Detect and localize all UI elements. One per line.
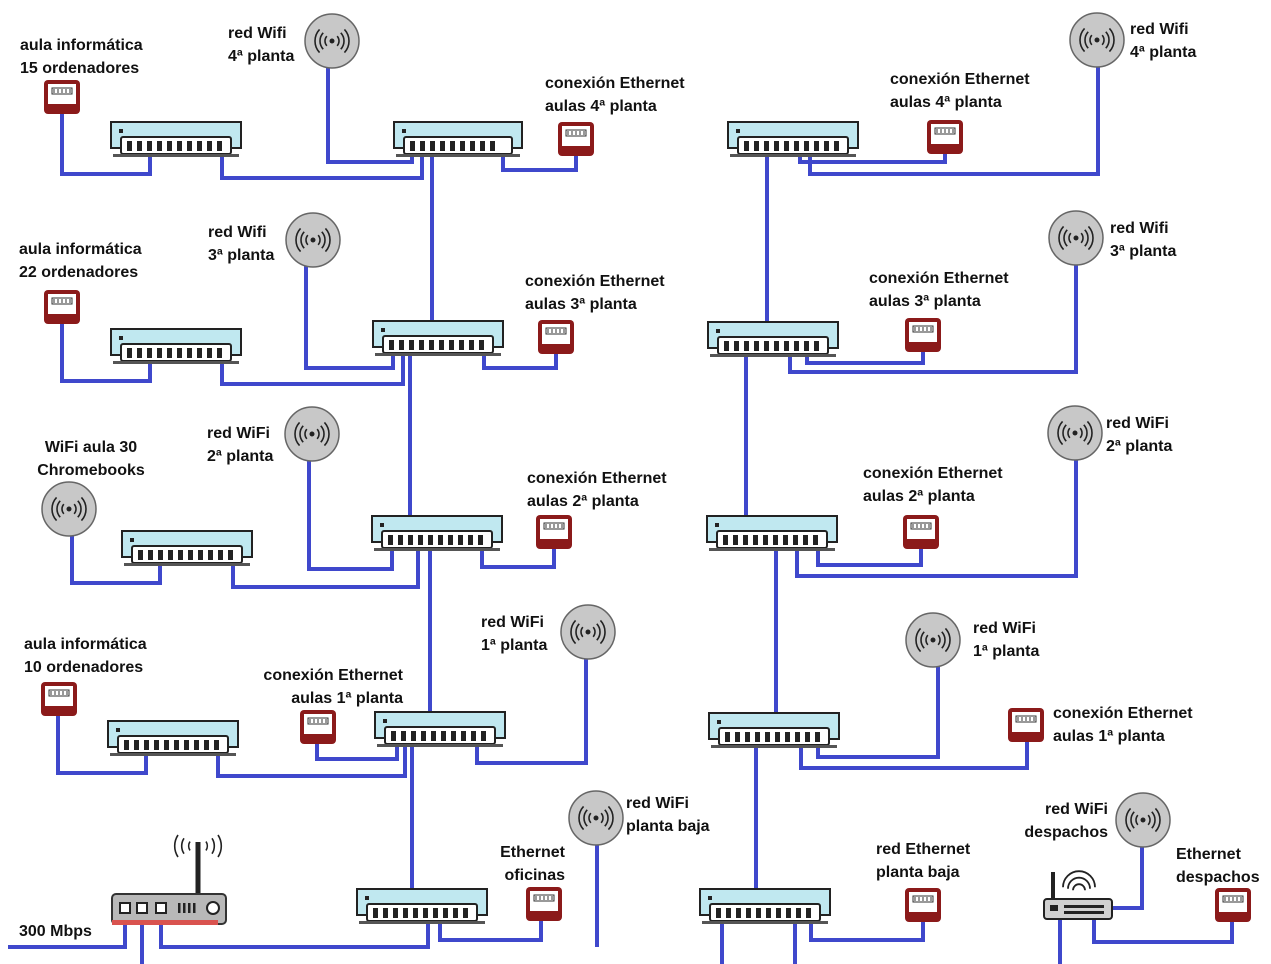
cable (1092, 916, 1234, 944)
cable (475, 656, 588, 765)
network-switch-icon (727, 121, 859, 157)
network-switch-icon (708, 712, 840, 748)
ethernet-jack-icon (558, 122, 594, 156)
cable (1110, 843, 1144, 910)
cable (315, 738, 399, 761)
cable (799, 736, 1029, 770)
cable (809, 916, 925, 942)
network-switch-icon (356, 888, 488, 924)
network-switch-icon (121, 530, 253, 566)
wifi-access-point-icon (304, 13, 360, 69)
cable (8, 920, 127, 949)
cable (816, 663, 940, 759)
ethernet-jack-icon (44, 80, 80, 114)
devices (41, 12, 1251, 925)
ethernet-jack-icon (903, 515, 939, 549)
cable (70, 533, 162, 585)
wifi-access-point-icon (285, 212, 341, 268)
network-switch-icon (110, 328, 242, 364)
cable (438, 916, 543, 942)
ethernet-jack-icon (300, 710, 336, 744)
cable (816, 543, 923, 567)
cable (482, 348, 558, 370)
ethernet-jack-icon (927, 120, 963, 154)
network-switch-icon (699, 888, 831, 924)
cable (788, 260, 1078, 374)
network-switch-icon (107, 720, 239, 756)
wifi-access-point-icon (905, 612, 961, 668)
cable (159, 920, 430, 949)
cable (304, 260, 395, 370)
network-switch-icon (372, 320, 504, 356)
cable (805, 346, 925, 365)
ethernet-jack-icon (905, 318, 941, 352)
wifi-access-point-icon (1048, 210, 1104, 266)
ethernet-jack-icon (41, 682, 77, 716)
wifi-access-point-icon (560, 604, 616, 660)
wifi-access-point-icon (1069, 12, 1125, 68)
network-switch-icon (110, 121, 242, 157)
cables (8, 64, 1234, 964)
cable (56, 710, 148, 775)
ethernet-jack-icon (1215, 888, 1251, 922)
label-speed: 300 Mbps (19, 923, 92, 940)
cable (220, 355, 405, 386)
ethernet-jack-icon (905, 888, 941, 922)
wifi-access-point-icon (1047, 405, 1103, 461)
wifi-access-point-icon (1115, 792, 1171, 848)
cable (216, 740, 407, 778)
cable (480, 543, 556, 569)
network-switch-icon (374, 711, 506, 747)
router-icon (111, 834, 227, 925)
wifi-access-point-icon (284, 406, 340, 462)
small-router-icon (1043, 870, 1113, 920)
network-switch-icon (393, 121, 523, 157)
wifi-access-point-icon (568, 790, 624, 846)
cable (60, 318, 152, 383)
network-switch-icon (371, 515, 503, 551)
network-switch-icon (707, 321, 839, 357)
cable (501, 148, 578, 172)
cable (60, 108, 152, 176)
cable (231, 551, 420, 589)
ethernet-jack-icon (538, 320, 574, 354)
cable (220, 148, 424, 180)
ethernet-jack-icon (536, 515, 572, 549)
cable (795, 456, 1078, 578)
ethernet-jack-icon (44, 290, 80, 324)
wifi-access-point-icon (41, 481, 97, 537)
ethernet-jack-icon (1008, 708, 1044, 742)
cable (307, 458, 394, 571)
ethernet-jack-icon (526, 887, 562, 921)
network-switch-icon (706, 515, 838, 551)
